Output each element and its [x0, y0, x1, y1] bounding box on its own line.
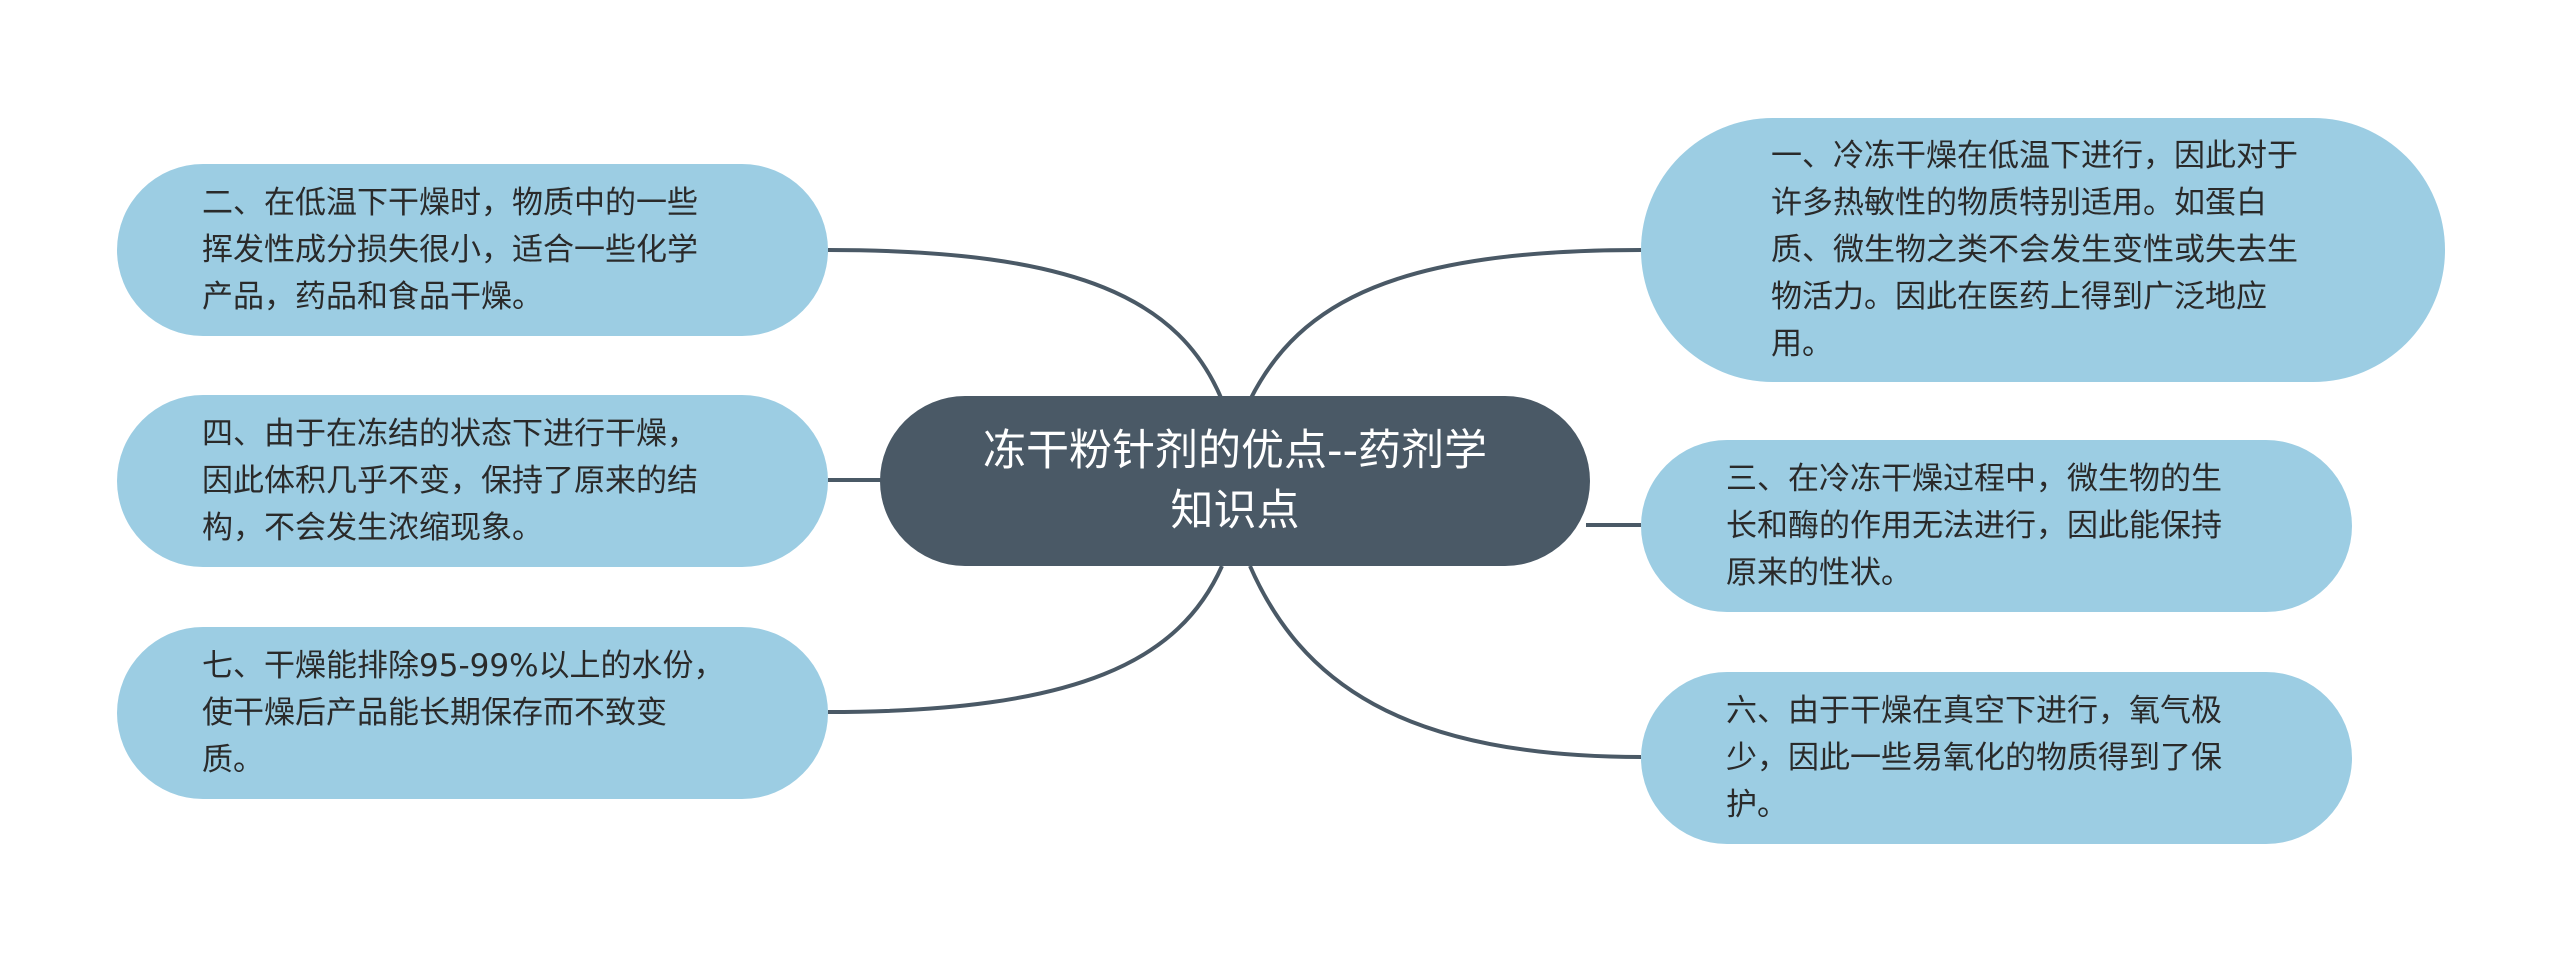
- node-6: 六、由于干燥在真空下进行，氧气极少，因此一些易氧化的物质得到了保护。: [1641, 672, 2352, 844]
- node-4: 四、由于在冻结的状态下进行干燥，因此体积几乎不变，保持了原来的结构，不会发生浓缩…: [117, 395, 828, 567]
- edge-to-node-7: [827, 565, 1224, 714]
- node-2: 二、在低温下干燥时，物质中的一些挥发性成分损失很小，适合一些化学产品，药品和食品…: [117, 164, 828, 336]
- central-topic-label: 冻干粉针剂的优点--药剂学知识点: [982, 426, 1488, 536]
- central-topic: 冻干粉针剂的优点--药剂学知识点: [880, 396, 1590, 566]
- node-1-text: 一、冷冻干燥在低温下进行，因此对于许多热敏性的物质特别适用。如蛋白质、微生物之类…: [1771, 137, 2298, 362]
- node-1: 一、冷冻干燥在低温下进行，因此对于许多热敏性的物质特别适用。如蛋白质、微生物之类…: [1641, 118, 2445, 382]
- node-4-text: 四、由于在冻结的状态下进行干燥，因此体积几乎不变，保持了原来的结构，不会发生浓缩…: [202, 415, 698, 546]
- node-7-text: 七、干燥能排除95-99%以上的水份，使干燥后产品能长期保存而不致变质。: [202, 647, 725, 778]
- node-2-text: 二、在低温下干燥时，物质中的一些挥发性成分损失很小，适合一些化学产品，药品和食品…: [202, 184, 698, 315]
- node-7: 七、干燥能排除95-99%以上的水份，使干燥后产品能长期保存而不致变质。: [117, 627, 828, 799]
- node-3: 三、在冷冻干燥过程中，微生物的生长和酶的作用无法进行，因此能保持原来的性状。: [1641, 440, 2352, 612]
- edge-to-node-2: [827, 248, 1224, 401]
- edge-to-node-6: [1248, 565, 1642, 759]
- node-6-text: 六、由于干燥在真空下进行，氧气极少，因此一些易氧化的物质得到了保护。: [1726, 692, 2222, 823]
- node-3-text: 三、在冷冻干燥过程中，微生物的生长和酶的作用无法进行，因此能保持原来的性状。: [1726, 460, 2222, 591]
- edge-to-node-1: [1248, 248, 1642, 401]
